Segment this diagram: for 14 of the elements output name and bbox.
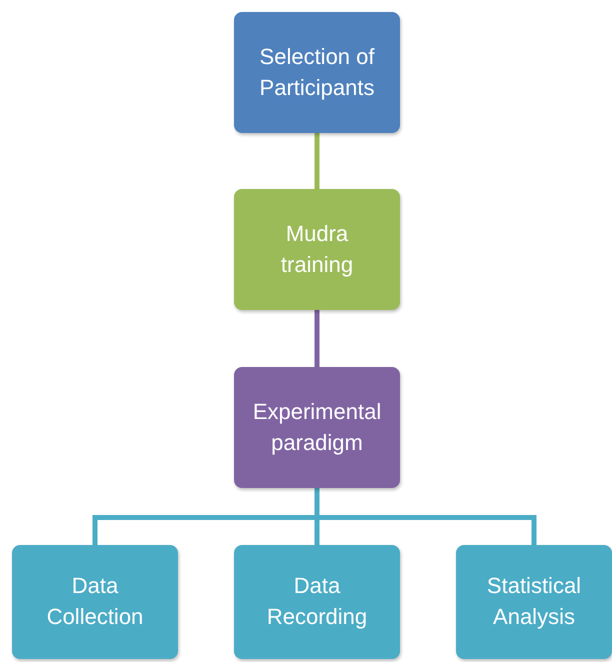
box-label: Data Collection — [46, 572, 144, 631]
process-box — [12, 545, 178, 659]
process-box — [234, 12, 400, 133]
box-label: Data Recording — [266, 572, 368, 631]
connector-line — [314, 310, 320, 367]
connector-line — [314, 133, 320, 189]
box-label: Mudra training — [280, 220, 354, 279]
process-box — [234, 367, 400, 488]
process-box — [234, 545, 400, 659]
box-label: Selection of Participants — [260, 42, 374, 102]
process-box — [456, 545, 612, 659]
box-label: Experimental paradigm — [252, 398, 382, 457]
box-label: Statistical Analysis — [486, 572, 582, 631]
process-box — [234, 189, 400, 310]
